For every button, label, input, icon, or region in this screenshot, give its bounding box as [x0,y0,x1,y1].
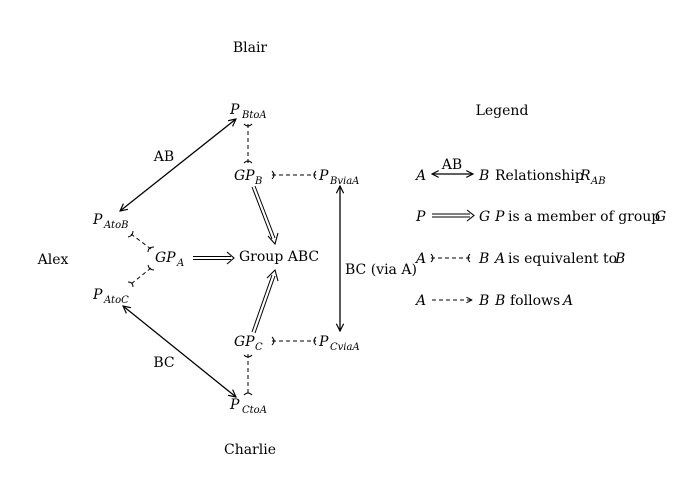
edge-label-ab: AB [153,149,174,165]
node-gp-a: GP A [155,250,184,269]
legend-row-2-arrow-head [466,209,475,222]
edge-relationship-ab [120,119,236,211]
edge-label-bc: BC [153,355,174,371]
node-gp-c-base: GP [234,334,255,350]
legend-row-2-left: P [415,209,426,225]
edge-equiv-gpa-atoc-tails [127,264,155,288]
legend-row-1-left: A [414,168,426,184]
legend-row-follows: A B B follows A [414,293,573,309]
legend-row-2-math-end: G [655,209,666,225]
node-p-btoa-base: P [229,102,240,118]
edge-equiv-gpb-bvia-tails [271,170,317,180]
edge-label-bc-via-a: BC (via A) [345,262,417,278]
edge-equiv-gpc-cvia-tails [271,336,317,346]
node-gp-a-sub: A [176,258,184,269]
legend-row-1-math-sub: AB [590,176,606,187]
node-p-ctoa-base: P [229,397,240,413]
node-p-bvia-sub: BviaA [329,176,359,187]
node-group-abc: Group ABC [239,249,319,265]
edge-relationship-bc [123,306,236,397]
edge-equiv-atob-gpa [130,233,152,250]
node-gp-b-sub: B [254,176,262,187]
legend-row-2-text: is a member of group [508,209,660,225]
node-p-atob-base: P [92,212,103,228]
node-gp-a-base: GP [155,250,176,266]
edge-equiv-gpc-ctoa-tails [243,354,253,396]
node-gp-b-base: GP [234,168,255,184]
legend-row-2-math: P [494,209,505,225]
legend-row-4-text: follows [510,293,560,309]
node-p-btoa-sub: BtoA [241,110,267,121]
legend-row-4-math-end: A [561,293,573,309]
edge-equiv-btoa-gpb-tails [243,123,253,164]
legend-row-3-tails [430,253,471,263]
legend-row-4-left: A [414,293,426,309]
legend-row-1-math: R [579,168,591,184]
legend-title: Legend [476,103,529,119]
node-p-atoc-sub: AtoC [103,295,129,306]
node-p-bvia: P BviaA [318,168,359,187]
node-gp-c: GP C [234,334,263,353]
legend-row-3-right: B [478,251,489,267]
node-p-btoa: P BtoA [229,102,267,121]
node-p-cvia-base: P [318,334,329,350]
legend-row-2-right: G [479,209,490,225]
edge-member-gp-b [251,185,279,246]
node-p-atoc-base: P [92,287,103,303]
node-p-atob-sub: AtoB [103,220,128,231]
node-gp-b: GP B [234,168,262,187]
edge-equiv-gpa-atoc [130,267,152,285]
person-charlie: Charlie [224,442,276,458]
legend-row-3-math-end: B [614,251,625,267]
legend-row-4-math: B [494,293,505,309]
person-alex: Alex [37,252,69,268]
legend-row-membership: P G P is a member of group G [415,209,666,225]
node-p-ctoa-sub: CtoA [242,405,267,416]
node-gp-c-sub: C [255,342,263,353]
node-p-atoc: P AtoC [92,287,129,306]
legend-row-3-text: is equivalent to [508,251,617,267]
legend-row-1-right: B [478,168,489,184]
node-p-cvia-sub: CviaA [330,342,360,353]
legend-row-equivalence: A B A is equivalent to B [414,251,625,267]
legend-row-relationship: A AB B Relationship R AB [414,157,606,187]
node-p-ctoa: P CtoA [229,397,267,416]
node-p-bvia-base: P [318,168,329,184]
person-blair: Blair [233,40,268,56]
edge-member-gp-c [251,268,279,334]
edge-equiv-atob-gpa-tails [127,230,155,253]
node-p-cvia: P CviaA [318,334,360,353]
legend-row-3-math: A [493,251,505,267]
legend-row-4-right: B [478,293,489,309]
legend-row-1-text: Relationship [495,168,584,184]
legend-row-3-left: A [414,251,426,267]
legend-row-1-over: AB [441,157,462,173]
edge-member-gp-a [193,251,235,265]
node-p-atob: P AtoB [92,212,128,231]
